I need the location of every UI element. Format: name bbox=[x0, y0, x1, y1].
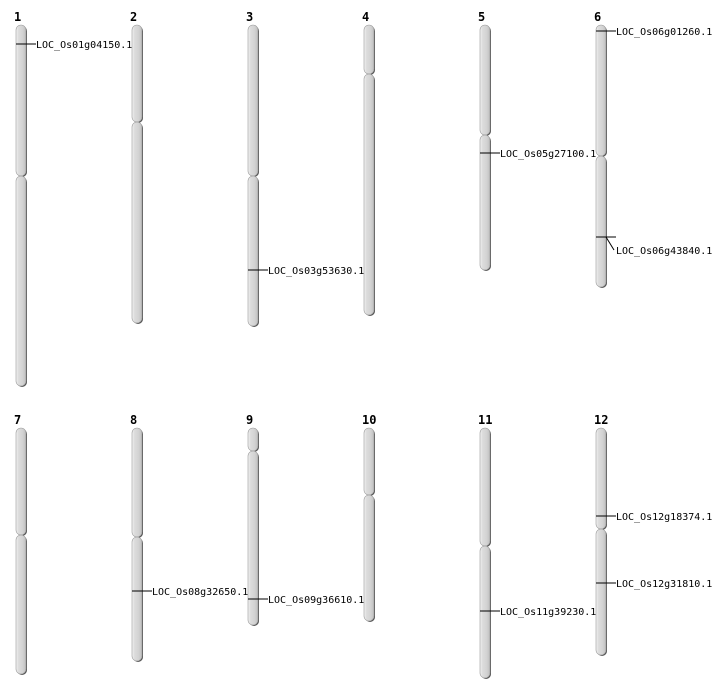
chromosome-arm-long bbox=[247, 450, 259, 626]
chromosome-arm-long bbox=[595, 155, 607, 288]
chromosome-arm-long bbox=[247, 175, 259, 327]
gene-label: LOC_Os12g18374.1 bbox=[616, 512, 712, 523]
chromosome-4: 4 bbox=[362, 10, 375, 316]
chromosome-number: 4 bbox=[362, 10, 369, 24]
chromosome-arm-short bbox=[595, 24, 607, 157]
chromosome-arm-short bbox=[479, 427, 491, 547]
chromosome-arm-short bbox=[363, 24, 375, 75]
gene-label: LOC_Os12g31810.1 bbox=[616, 579, 712, 590]
chromosome-number: 9 bbox=[246, 413, 253, 427]
chromosome-arm-long bbox=[15, 534, 27, 675]
chromosome-number: 5 bbox=[478, 10, 485, 24]
chromosome-arm-long bbox=[131, 536, 143, 662]
gene-label: LOC_Os08g32650.1 bbox=[152, 587, 248, 598]
chromosome-number: 3 bbox=[246, 10, 253, 24]
chromosome-2: 2 bbox=[130, 10, 143, 324]
chromosome-number: 10 bbox=[362, 413, 376, 427]
chromosome-number: 7 bbox=[14, 413, 21, 427]
chromosome-arm-long bbox=[479, 545, 491, 679]
gene-label: LOC_Os09g36610.1 bbox=[268, 595, 364, 606]
chromosome-arm-long bbox=[363, 73, 375, 316]
chromosome-arm-short bbox=[247, 24, 259, 177]
chromosome-arm-short bbox=[479, 24, 491, 136]
chromosome-number: 6 bbox=[594, 10, 601, 24]
chromosome-number: 11 bbox=[478, 413, 492, 427]
chromosome-arm-short bbox=[131, 427, 143, 538]
chromosome-number: 2 bbox=[130, 10, 137, 24]
chromosome-arm-short bbox=[247, 427, 259, 452]
chromosome-arm-long bbox=[15, 175, 27, 387]
gene-label: LOC_Os06g43840.1 bbox=[616, 246, 712, 257]
chromosome-arm-short bbox=[363, 427, 375, 496]
chromosome-number: 1 bbox=[14, 10, 21, 24]
gene-label: LOC_Os01g04150.1 bbox=[36, 40, 132, 51]
gene-label: LOC_Os05g27100.1 bbox=[500, 149, 596, 160]
chromosome-arm-long bbox=[479, 134, 491, 271]
chromosome-number: 8 bbox=[130, 413, 137, 427]
gene-label: LOC_Os11g39230.1 bbox=[500, 607, 596, 618]
chromosome-number: 12 bbox=[594, 413, 608, 427]
chromosome-7: 7 bbox=[14, 413, 27, 675]
chromosome-arm-long bbox=[131, 121, 143, 324]
gene-marker-leader bbox=[605, 236, 615, 251]
chromosome-arm-short bbox=[15, 427, 27, 536]
chromosome-arm-short bbox=[131, 24, 143, 123]
chromosome-arm-short bbox=[15, 24, 27, 177]
chromosome-10: 10 bbox=[362, 413, 376, 622]
chromosome-arm-short bbox=[595, 427, 607, 530]
chromosome-arm-long bbox=[595, 528, 607, 656]
gene-label: LOC_Os06g01260.1 bbox=[616, 27, 712, 38]
gene-label: LOC_Os03g53630.1 bbox=[268, 266, 364, 277]
chromosome-arm-long bbox=[363, 494, 375, 622]
